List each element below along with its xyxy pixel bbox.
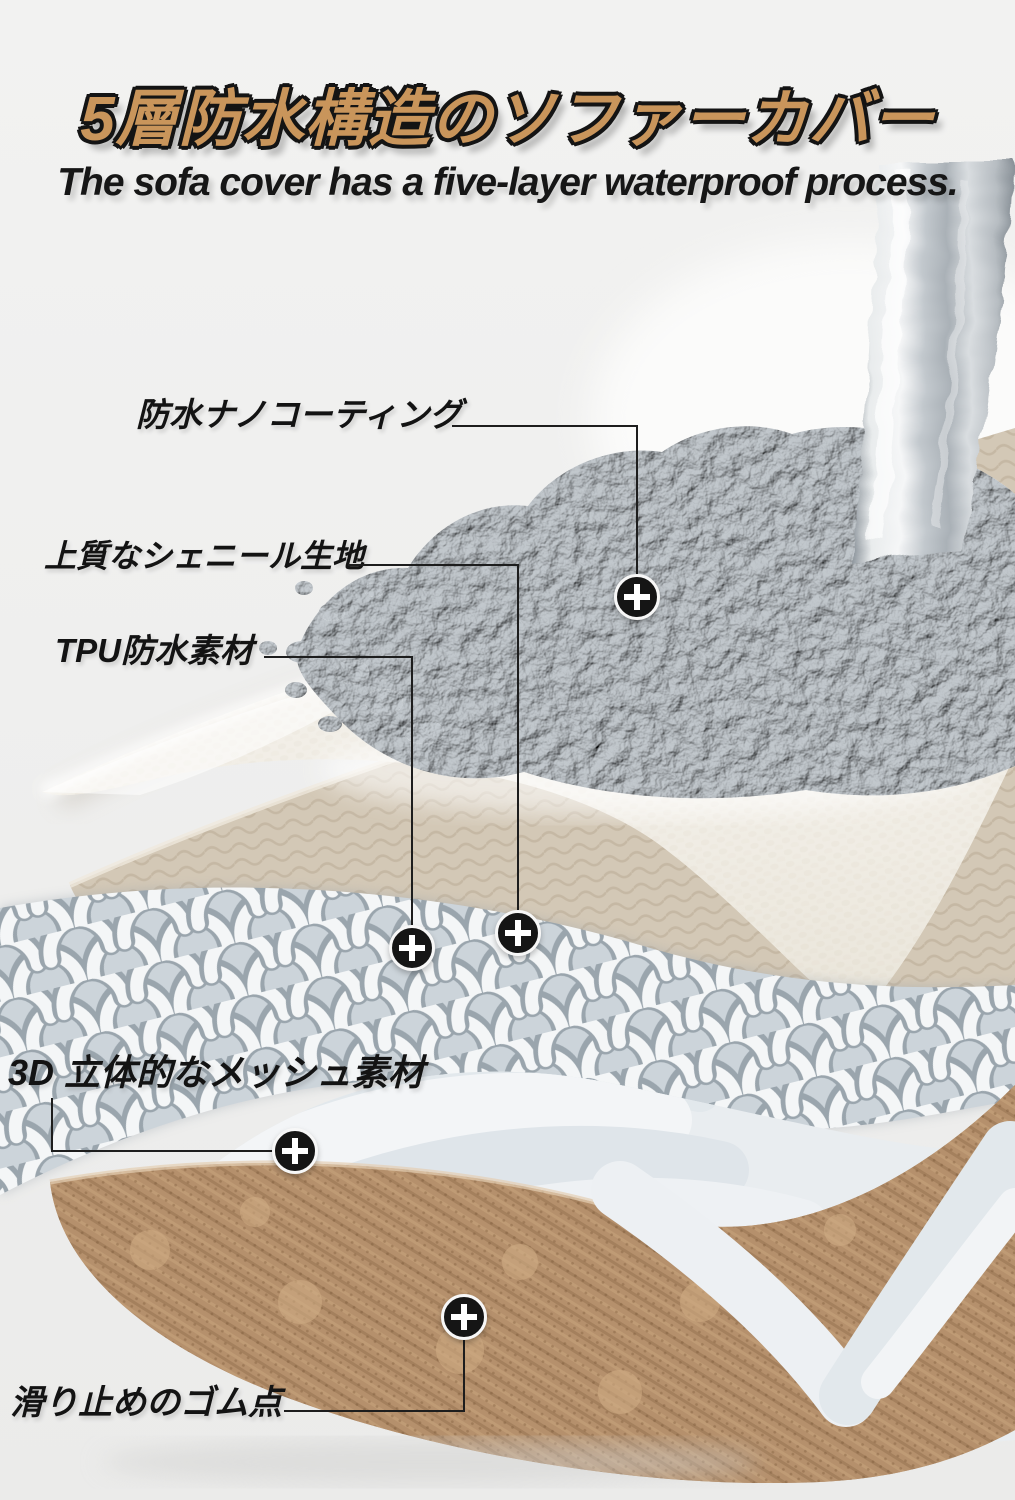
leader-line-rubber-horizontal xyxy=(284,1410,465,1412)
plus-marker-icon xyxy=(389,925,435,971)
label-3d-mesh: 3D 立体的なメッシュ素材 xyxy=(8,1052,425,1093)
yarn-corner xyxy=(591,1121,1015,1427)
ground-shadow xyxy=(100,1440,760,1484)
leader-line-mesh-horizontal xyxy=(51,1150,275,1152)
plus-marker-icon xyxy=(495,910,541,956)
leader-line-rubber-vertical xyxy=(463,1338,465,1412)
water-splash xyxy=(259,426,1015,816)
water-stream xyxy=(852,162,1012,562)
plus-marker-icon xyxy=(614,574,660,620)
page-title: 5層防水構造のソファーカバー xyxy=(80,84,935,154)
plus-marker-icon xyxy=(272,1128,318,1174)
leader-line-mesh-vertical xyxy=(51,1098,53,1152)
leader-line-nano-vertical xyxy=(636,425,638,577)
leader-line-chenille-horizontal xyxy=(348,564,519,566)
page-subtitle: The sofa cover has a five-layer waterpro… xyxy=(57,161,959,204)
leader-line-tpu-horizontal xyxy=(264,656,413,658)
leader-line-nano-horizontal xyxy=(452,425,638,427)
label-anti-slip-dots: 滑り止めのゴム点 xyxy=(10,1384,282,1422)
leader-line-chenille-vertical xyxy=(517,564,519,912)
label-tpu-waterproof: TPU防水素材 xyxy=(55,632,253,669)
leader-line-tpu-vertical xyxy=(411,656,413,928)
plus-marker-icon xyxy=(441,1294,487,1340)
label-chenille-fabric: 上質なシェニール生地 xyxy=(44,538,365,574)
label-nano-coating: 防水ナノコーティング xyxy=(136,396,463,433)
